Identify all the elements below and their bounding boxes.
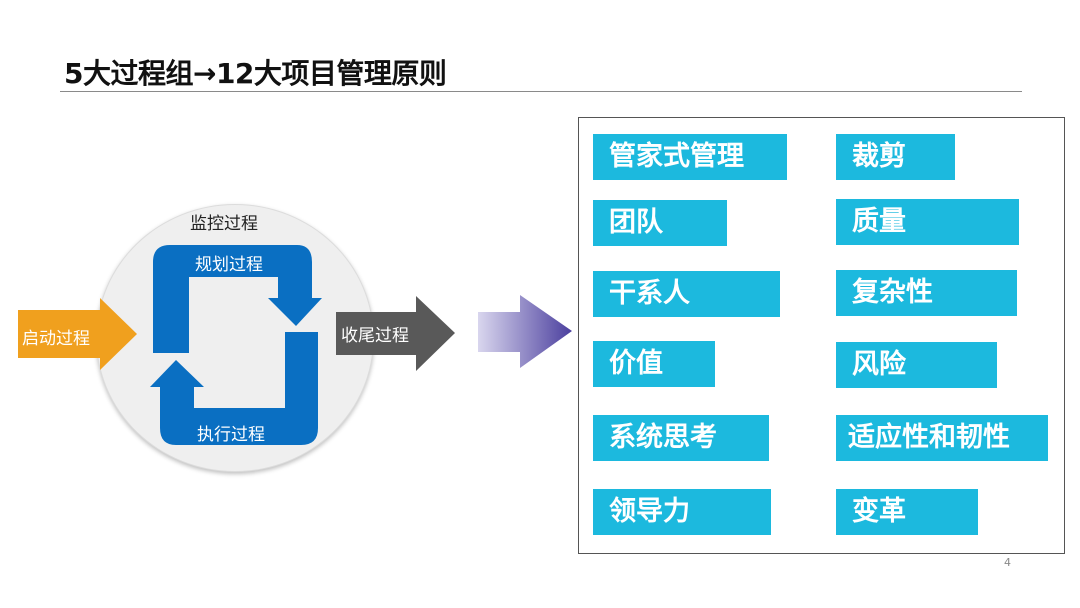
principle-tag: 系统思考	[593, 415, 769, 461]
initiate-arrow	[18, 298, 137, 370]
principle-tag: 变革	[836, 489, 978, 535]
principle-tag: 干系人	[593, 271, 780, 317]
principle-tag: 复杂性	[836, 270, 1017, 316]
slide-title: 5大过程组→12大项目管理原则	[64, 57, 447, 90]
principle-tag: 风险	[836, 342, 997, 388]
principle-tag: 团队	[593, 200, 727, 246]
initiate-process-label: 启动过程	[22, 329, 90, 349]
close-arrow	[336, 296, 455, 371]
transition-arrow	[478, 295, 572, 368]
principle-tag: 价值	[593, 341, 715, 387]
principle-tag: 适应性和韧性	[836, 415, 1048, 461]
close-process-label: 收尾过程	[341, 326, 409, 346]
principle-tag: 管家式管理	[593, 134, 787, 180]
plan-process-label: 规划过程	[195, 255, 263, 275]
plan-cycle-arrow	[153, 245, 322, 353]
page-number: 4	[1004, 556, 1011, 569]
principles-frame	[578, 117, 1065, 554]
execute-cycle-arrow	[150, 332, 318, 445]
execute-process-label: 执行过程	[197, 425, 265, 445]
principle-tag: 裁剪	[836, 134, 955, 180]
title-divider	[60, 91, 1022, 92]
monitor-process-label: 监控过程	[190, 214, 258, 234]
principle-tag: 质量	[836, 199, 1019, 245]
principle-tag: 领导力	[593, 489, 771, 535]
